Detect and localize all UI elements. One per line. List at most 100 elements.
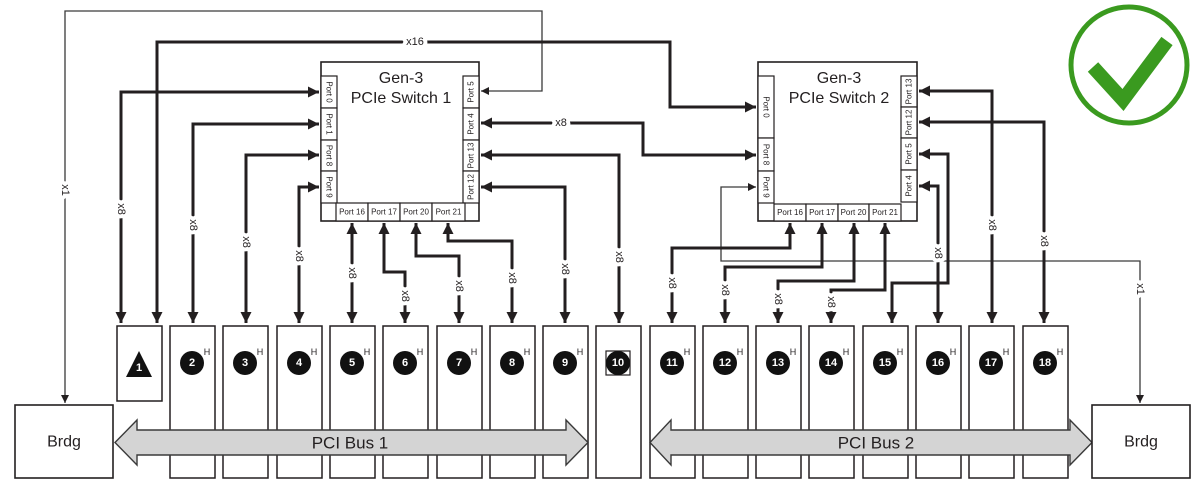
link-width-label: x8 bbox=[506, 272, 518, 284]
slot-number: 9 bbox=[562, 357, 568, 369]
switch-1-port-label: Port 0 bbox=[325, 81, 334, 103]
link-width-label: x8 bbox=[932, 247, 944, 259]
hot-plug-mark: H bbox=[257, 347, 264, 357]
slot-number: 15 bbox=[879, 357, 891, 369]
link-width-label: x8 bbox=[1038, 235, 1050, 247]
link-width-label: x1 bbox=[59, 184, 71, 196]
link-width-label: x8 bbox=[293, 250, 305, 262]
pci-bus-1-arrow bbox=[114, 418, 589, 467]
slot-number: 18 bbox=[1039, 357, 1051, 369]
hot-plug-mark: H bbox=[417, 347, 424, 357]
bridge-left-label: Brdg bbox=[47, 434, 81, 451]
slot-number-circle-icon bbox=[553, 351, 577, 375]
switch-2-port-label: Port 20 bbox=[841, 208, 867, 217]
slot-number: 10 bbox=[612, 357, 624, 369]
slot-number: 17 bbox=[985, 357, 997, 369]
links bbox=[61, 10, 1144, 403]
pci-bus-1: PCI Bus 1 bbox=[114, 418, 589, 467]
switch-2-port-label: Port 0 bbox=[762, 96, 771, 118]
hot-plug-mark: H bbox=[311, 347, 318, 357]
slot-number: 13 bbox=[772, 357, 784, 369]
slot-card bbox=[595, 325, 642, 479]
bridge-right: Brdg bbox=[1091, 404, 1191, 479]
pci-bus-2-label: PCI Bus 2 bbox=[838, 434, 915, 453]
checkmark-circle-icon bbox=[1068, 4, 1190, 126]
checkmark-tick bbox=[1087, 36, 1173, 111]
link-width-label: x8 bbox=[613, 251, 625, 263]
slot-number-circle-icon bbox=[713, 351, 737, 375]
link-width-label: x8 bbox=[346, 267, 358, 279]
link-slot1-switch1-port0 bbox=[115, 86, 319, 323]
slot-number-circle-icon bbox=[660, 351, 684, 375]
pcie-switch-1: Gen-3 PCIe Switch 1 Port 0 Port 1 Port 8… bbox=[320, 61, 480, 222]
switch-1-port-label: Port 9 bbox=[325, 176, 334, 198]
switch-1-port-label: Port 8 bbox=[325, 145, 334, 167]
switch-1-port-label: Port 16 bbox=[339, 208, 365, 217]
slot-number: 2 bbox=[189, 357, 195, 369]
link-slot11-switch2-port16 bbox=[666, 223, 796, 323]
link-width-label: x1 bbox=[1134, 283, 1146, 295]
link-slot14-switch2-port21 bbox=[825, 223, 891, 323]
link-width-label: x8 bbox=[187, 219, 199, 231]
switch-1-port-label: Port 13 bbox=[467, 142, 476, 168]
link-slot17-switch2-port13 bbox=[919, 85, 998, 323]
link-width-label: x8 bbox=[453, 280, 465, 292]
link-width-label: x8 bbox=[772, 293, 784, 305]
link-width-label: x8 bbox=[666, 277, 678, 289]
link-width-label: x8 bbox=[986, 219, 998, 231]
bridge-right-label: Brdg bbox=[1124, 434, 1158, 451]
slot-number: 8 bbox=[509, 357, 515, 369]
switch-2-port-label: Port 12 bbox=[905, 109, 914, 135]
switch-2-port-label: Port 8 bbox=[762, 144, 771, 166]
pcie-switch-2: Gen-3 PCIe Switch 2 Port 0 Port 8 Port 9… bbox=[757, 61, 918, 222]
slot-number: 12 bbox=[719, 357, 731, 369]
hot-plug-mark: H bbox=[843, 347, 850, 357]
hot-plug-mark: H bbox=[737, 347, 744, 357]
switch-1-title-line1: Gen-3 bbox=[379, 70, 424, 87]
link-slot4-switch1-port9 bbox=[293, 181, 319, 323]
hot-plug-mark: H bbox=[684, 347, 691, 357]
link-slot7-switch1-port20 bbox=[410, 223, 465, 323]
hot-plug-mark: H bbox=[1057, 347, 1064, 357]
slot-number: 7 bbox=[456, 357, 462, 369]
hot-plug-mark: H bbox=[364, 347, 371, 357]
switch-2-port-label: Port 21 bbox=[872, 208, 898, 217]
link-slot6-switch1-port17 bbox=[378, 223, 411, 323]
link-width-label: x8 bbox=[559, 263, 571, 275]
switch-2-port-label: Port 13 bbox=[905, 78, 914, 104]
switch-2-port-label: Port 5 bbox=[905, 143, 914, 165]
bridge-left: Brdg bbox=[14, 404, 114, 479]
hot-plug-mark: H bbox=[204, 347, 211, 357]
link-width-labels: x1 x16 x8 x8 x8 x8 x8 x8 x8 x8 x8 x8 x8 … bbox=[55, 32, 1150, 312]
link-switch1-port4-switch2-port8 bbox=[481, 117, 756, 161]
switch-2-title-line2: PCIe Switch 2 bbox=[789, 90, 890, 107]
switch-2-title-line1: Gen-3 bbox=[817, 70, 862, 87]
hot-plug-mark: H bbox=[790, 347, 797, 357]
link-slot10-switch1-port13 bbox=[481, 149, 625, 323]
link-width-label: x8 bbox=[399, 290, 411, 302]
checkmark-circle-ring bbox=[1068, 4, 1190, 126]
link-width-label: x8 bbox=[115, 203, 127, 215]
switch-1-port-label: Port 1 bbox=[325, 113, 334, 135]
switch-2-port-label: Port 9 bbox=[762, 176, 771, 198]
slot-10: 10 bbox=[595, 325, 642, 479]
pci-bus-1-label: PCI Bus 1 bbox=[312, 434, 389, 453]
hot-plug-mark: H bbox=[577, 347, 584, 357]
switch-2-port-label: Port 4 bbox=[905, 175, 914, 197]
hot-plug-mark: H bbox=[1003, 347, 1010, 357]
switch-1-port-label: Port 12 bbox=[467, 174, 476, 200]
slot-number: 6 bbox=[402, 357, 408, 369]
switch-1-title-line2: PCIe Switch 1 bbox=[351, 90, 452, 107]
hot-plug-mark: H bbox=[897, 347, 904, 357]
slot-number: 14 bbox=[825, 357, 838, 369]
slot-number: 4 bbox=[296, 357, 303, 369]
switch-2-port-label: Port 16 bbox=[777, 208, 803, 217]
hot-plug-mark: H bbox=[524, 347, 531, 357]
link-slot18-switch2-port12 bbox=[919, 116, 1050, 323]
link-width-label: x8 bbox=[719, 284, 731, 296]
switch-1-port-label: Port 5 bbox=[467, 81, 476, 103]
switch-1-port-label: Port 20 bbox=[403, 208, 429, 217]
switch-1-port-label: Port 17 bbox=[371, 208, 397, 217]
switch-2-port-label: Port 17 bbox=[809, 208, 835, 217]
